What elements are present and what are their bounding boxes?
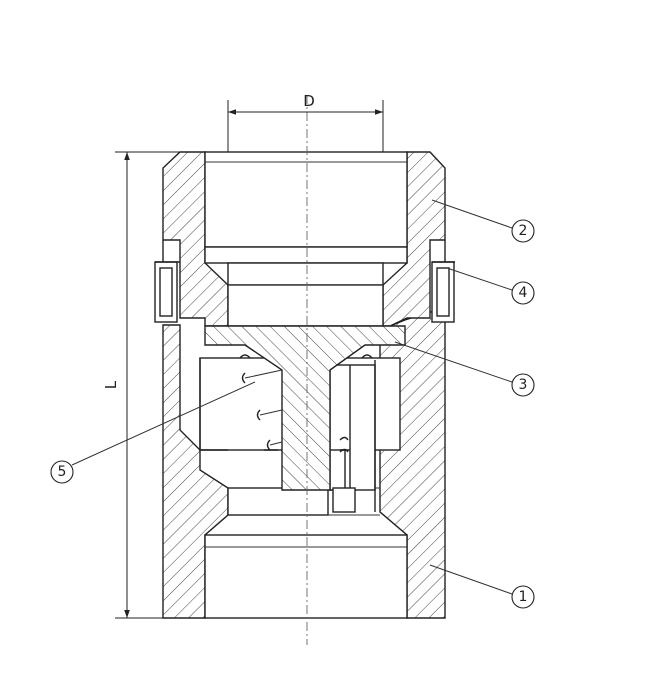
callout-3-number: 3	[519, 377, 528, 393]
callout-2-number: 2	[519, 223, 528, 239]
valve-disc	[204, 325, 406, 491]
upper-body	[162, 151, 446, 327]
callout-2: 2	[431, 199, 535, 243]
dimension-d: D	[227, 92, 384, 152]
callout-4-number: 4	[519, 285, 528, 301]
dimension-l: L	[102, 151, 205, 619]
length-label: L	[102, 380, 120, 389]
callout-4: 4	[446, 267, 535, 305]
callout-5-number: 5	[58, 464, 67, 480]
callout-1: 1	[429, 564, 535, 609]
seal-rings	[154, 240, 455, 323]
callout-5: 5	[50, 381, 256, 484]
callout-3: 3	[394, 341, 535, 397]
spring	[239, 354, 373, 453]
callout-1-number: 1	[519, 589, 528, 605]
diameter-label: D	[303, 92, 315, 110]
